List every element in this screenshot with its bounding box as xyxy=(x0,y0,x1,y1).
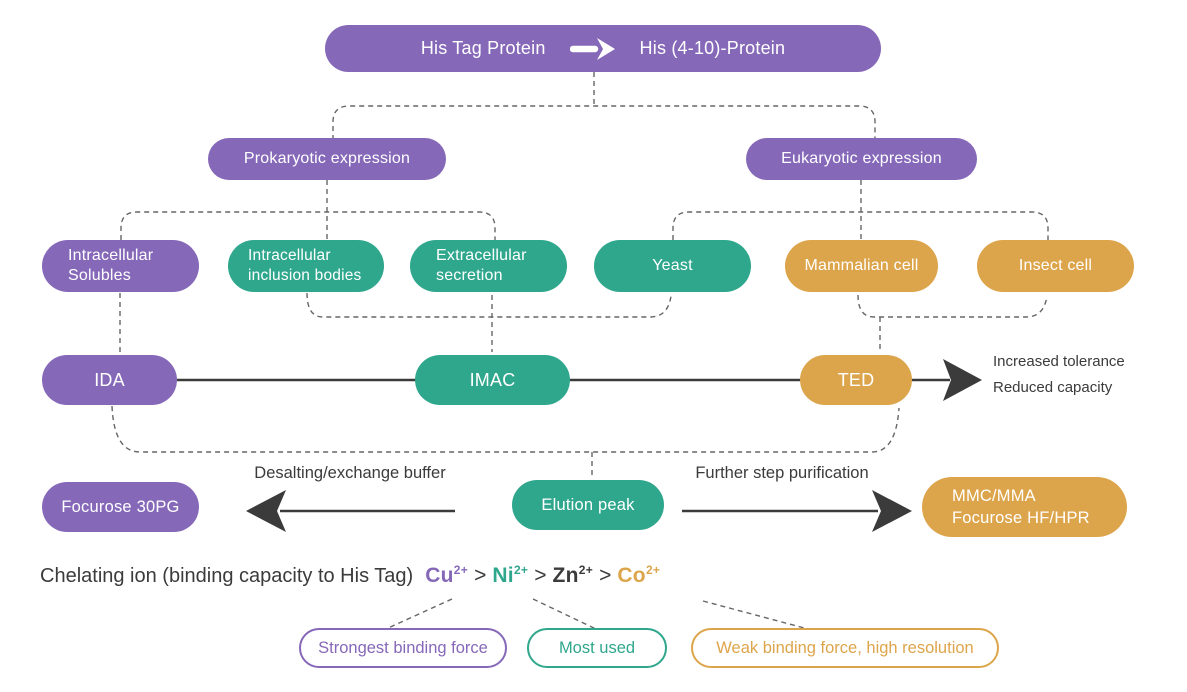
intracellular-solubles-line2: Solubles xyxy=(68,267,131,284)
chelating-prefix-label: Chelating ion (binding capacity to His T… xyxy=(40,565,414,587)
ion-ni-symbol: Ni xyxy=(492,564,514,587)
dashed-bracket-prokaryotic xyxy=(120,211,496,240)
node-insect-cell: Insect cell xyxy=(977,240,1134,292)
node-extracellular-secretion: Extracellular secretion xyxy=(410,240,567,292)
his-4-10-protein-label: His (4-10)-Protein xyxy=(639,38,786,58)
extracellular-secretion-line1: Extracellular xyxy=(436,247,527,264)
node-mammalian-cell: Mammalian cell xyxy=(785,240,938,292)
intracellular-solubles-line1: Intracellular xyxy=(68,247,154,264)
inclusion-bodies-line1: Intracellular xyxy=(248,247,331,264)
node-yeast: Yeast xyxy=(594,240,751,292)
eukaryotic-expression-label: Eukaryotic expression xyxy=(781,150,942,167)
legend-weak-binding-force: Weak binding force, high resolution xyxy=(691,628,999,668)
node-elution-peak: Elution peak xyxy=(512,480,664,530)
node-intracellular-solubles: Intracellular Solubles xyxy=(42,240,199,292)
desalting-arrow-label: Desalting/exchange buffer xyxy=(254,464,446,482)
legend-strongest-binding-force: Strongest binding force xyxy=(299,628,507,668)
ida-label: IDA xyxy=(94,369,125,390)
focurose-30pg-label: Focurose 30PG xyxy=(61,497,180,516)
further-purification-arrow-label: Further step purification xyxy=(695,464,869,482)
node-imac: IMAC xyxy=(415,355,570,405)
dashed-ni-to-most-used xyxy=(532,598,597,630)
ion-co-charge: 2+ xyxy=(645,563,661,577)
inclusion-bodies-line2: inclusion bodies xyxy=(248,267,362,284)
his-tag-protein-label: His Tag Protein xyxy=(420,38,546,58)
dashed-bracket-level1 xyxy=(332,105,876,140)
prokaryotic-expression-label: Prokaryotic expression xyxy=(243,150,411,167)
node-inclusion-bodies: Intracellular inclusion bodies xyxy=(228,240,384,292)
further-purification-arrowhead xyxy=(872,490,912,532)
elution-peak-label: Elution peak xyxy=(541,495,635,514)
ion-cu-charge: 2+ xyxy=(453,563,469,577)
ion-zn-symbol: Zn xyxy=(552,564,579,587)
mmc-line2: Focurose HF/HPR xyxy=(952,509,1090,527)
dashed-cu-to-strongest xyxy=(385,598,453,630)
node-ida: IDA xyxy=(42,355,177,405)
dashed-bracket-eukaryotic xyxy=(672,211,1049,240)
mammalian-cell-label: Mammalian cell xyxy=(804,257,919,274)
ion-cu-symbol: Cu xyxy=(425,564,454,587)
dashed-co-to-weak xyxy=(702,600,809,630)
insect-cell-label: Insect cell xyxy=(1018,257,1093,274)
chelating-ion-ranking: Chelating ion (binding capacity to His T… xyxy=(40,563,660,588)
mmc-line1: MMC/MMA xyxy=(952,487,1036,505)
ion-co: Co2+ xyxy=(617,563,660,588)
ion-zn: Zn2+ xyxy=(553,563,594,588)
yeast-label: Yeast xyxy=(652,257,693,274)
ion-ni: Ni2+ xyxy=(492,563,528,588)
legend-weak-label: Weak binding force, high resolution xyxy=(716,638,974,657)
node-his-tag-protein: His Tag Protein His (4-10)-Protein xyxy=(325,25,881,72)
ion-ni-charge: 2+ xyxy=(513,563,529,577)
ion-co-symbol: Co xyxy=(617,564,646,587)
dashed-bracket-to-ted xyxy=(857,294,1048,318)
greater-than-2: > xyxy=(534,564,547,587)
imac-label: IMAC xyxy=(469,369,516,390)
node-ted: TED xyxy=(800,355,912,405)
right-arrow-icon xyxy=(569,37,615,60)
node-eukaryotic-expression: Eukaryotic expression xyxy=(746,138,977,180)
dashed-bottom-bracket xyxy=(111,405,900,453)
greater-than-3: > xyxy=(599,564,612,587)
node-mmc-focurose: MMC/MMA Focurose HF/HPR xyxy=(922,477,1127,537)
increased-tolerance-note: Increased tolerance xyxy=(993,353,1125,370)
node-focurose-30pg: Focurose 30PG xyxy=(42,482,199,532)
dashed-bracket-to-imac xyxy=(306,292,672,318)
node-prokaryotic-expression: Prokaryotic expression xyxy=(208,138,446,180)
ion-zn-charge: 2+ xyxy=(578,563,594,577)
reduced-capacity-note: Reduced capacity xyxy=(993,379,1113,396)
legend-most-used-label: Most used xyxy=(558,638,636,657)
tolerance-axis-arrowhead xyxy=(943,359,982,401)
legend-most-used: Most used xyxy=(527,628,667,668)
ion-cu: Cu2+ xyxy=(425,563,468,588)
ted-label: TED xyxy=(837,369,875,390)
extracellular-secretion-line2: secretion xyxy=(436,267,503,284)
greater-than-1: > xyxy=(474,564,487,587)
desalting-arrowhead xyxy=(246,490,286,532)
legend-strongest-label: Strongest binding force xyxy=(318,638,488,657)
